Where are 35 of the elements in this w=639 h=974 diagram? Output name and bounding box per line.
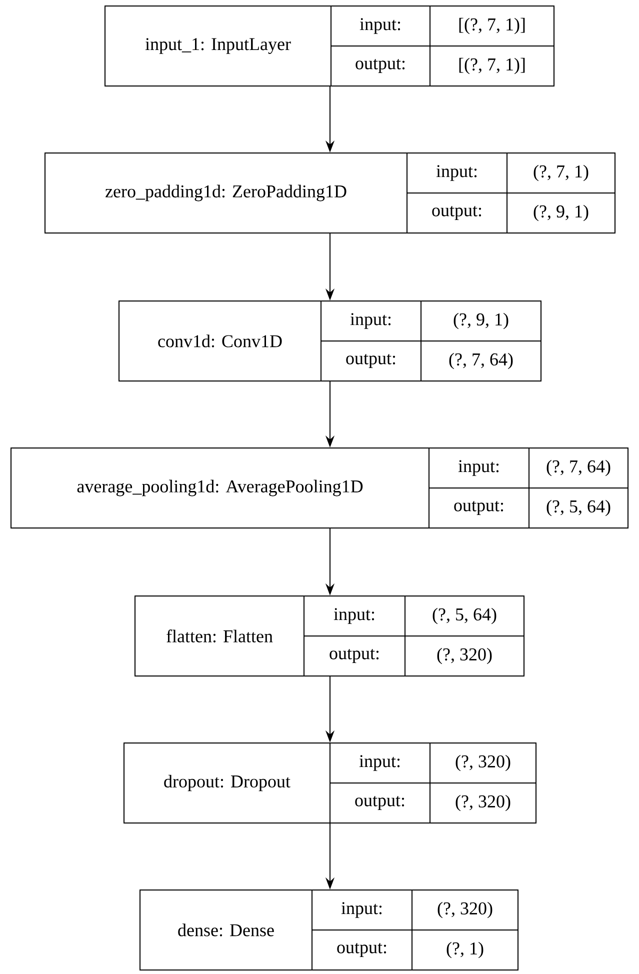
layer-name: input_1: InputLayer [145,38,291,54]
shape-value: (?, 1) [446,942,484,958]
port-label: output: [346,354,396,368]
shape-value: [(?, 7, 1)] [459,18,525,34]
shape-value: (?, 7, 1) [534,164,588,182]
port-label: input: [341,902,382,918]
shape-value: (?, 7, 64) [546,460,610,476]
port-label: output: [356,59,405,73]
shape-value: (?, 5, 64) [546,500,610,516]
layer-name: dropout: Dropout [164,774,290,792]
port-label: input: [360,18,400,34]
port-label: output: [337,943,386,957]
port-label: output: [355,796,404,810]
port-label: output: [432,206,482,220]
layer-name: flatten: Flatten [166,630,273,642]
shape-value: (?, 320) [437,648,492,664]
shape-value: (?, 9, 1) [454,312,508,330]
port-label: input: [334,608,374,624]
port-label: input: [458,460,499,476]
port-label: input: [350,313,391,329]
shape-value: [(?, 7, 1)] [459,58,525,74]
shape-value: (?, 9, 1) [534,204,588,222]
layer-name: conv1d: Conv1D [158,334,282,348]
port-label: input: [359,755,400,771]
layer-name: dense: Dense [178,924,274,936]
port-label: output: [454,501,504,515]
port-label: output: [330,649,379,663]
shape-value: (?, 7, 64) [449,352,513,370]
layer-name: average_pooling1d: AveragePooling1D [77,480,363,496]
shape-value: (?, 5, 64) [432,608,496,624]
shape-value: (?, 320) [456,754,510,772]
port-label: input: [436,165,477,181]
layer-name: zero_padding1d: ZeroPadding1D [106,184,346,202]
shape-value: (?, 320) [456,794,510,812]
shape-value: (?, 320) [438,902,492,918]
